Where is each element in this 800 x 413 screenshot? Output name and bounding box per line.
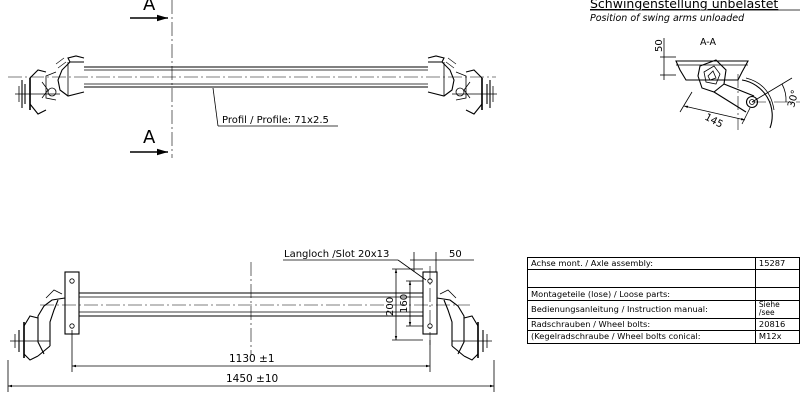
dim-offset-50: 50 <box>449 249 462 260</box>
dim-1130: 1130 ±1 <box>229 353 275 365</box>
table-cell-value <box>754 287 800 301</box>
left-hub-front <box>10 289 66 361</box>
section-label: A-A <box>700 37 717 48</box>
section-cut-line <box>130 0 173 158</box>
mounting-plate-right <box>422 271 438 335</box>
dim-200: 200 <box>385 297 396 316</box>
parts-table: Achse mont. / Axle assembly: 15287 Monta… <box>527 256 800 344</box>
table-row: Achse mont. / Axle assembly: 15287 <box>527 256 800 271</box>
top-view: A A Profil / Profile: 71x2.5 <box>8 0 497 158</box>
profile-leader <box>212 87 338 127</box>
table-cell-value: 15287 <box>754 256 800 271</box>
section-view: Schwingenstellung unbelastet Position of… <box>590 0 800 131</box>
section-title: Schwingenstellung unbelastet <box>590 0 778 11</box>
dim-angle-30: 30° <box>786 89 800 109</box>
right-hub-front <box>436 289 492 361</box>
table-row: Radschrauben / Wheel bolts: 20816 <box>527 317 800 332</box>
table-cell-value: 20816 <box>754 317 800 332</box>
table-row: Bedienungsanleitung / Instruction manual… <box>527 299 800 319</box>
slot-label: Langloch /Slot 20x13 <box>284 249 389 260</box>
dim-160: 160 <box>399 294 410 313</box>
table-cell-value-line2: /see <box>758 308 775 318</box>
table-cell-value-line1: Siehe <box>758 300 780 310</box>
profile-label: Profil / Profile: 71x2.5 <box>222 115 329 126</box>
table-row <box>527 269 800 289</box>
table-row: (Kegelradschraube / Wheel bolts conical:… <box>527 330 800 344</box>
table-cell-value: Siehe /see <box>754 299 800 319</box>
table-cell-value <box>754 269 800 289</box>
table-cell-label: Bedienungsanleitung / Instruction manual… <box>527 299 756 319</box>
right-hub-top <box>427 55 497 115</box>
section-label-bottom: A <box>143 127 156 148</box>
mounting-plate-left <box>64 271 80 335</box>
left-hub-top <box>15 55 85 115</box>
front-view: Langloch /Slot 20x13 50 <box>7 249 495 392</box>
section-subtitle: Position of swing arms unloaded <box>590 13 745 24</box>
table-cell-value: M12x <box>754 330 800 344</box>
dim-height-50: 50 <box>654 39 665 52</box>
axle-tube-front <box>40 262 470 355</box>
axle-tube-top <box>8 66 496 88</box>
section-label-top: A <box>143 0 156 15</box>
table-cell-label: (Kegelradschraube / Wheel bolts conical: <box>527 330 756 344</box>
table-cell-label: Achse mont. / Axle assembly: <box>527 256 756 271</box>
table-row: Montageteile (lose) / Loose parts: <box>527 287 800 301</box>
table-cell-label <box>527 269 756 289</box>
table-cell-label: Radschrauben / Wheel bolts: <box>527 317 756 332</box>
table-cell-label: Montageteile (lose) / Loose parts: <box>527 287 756 301</box>
dim-1450: 1450 ±10 <box>226 373 278 385</box>
